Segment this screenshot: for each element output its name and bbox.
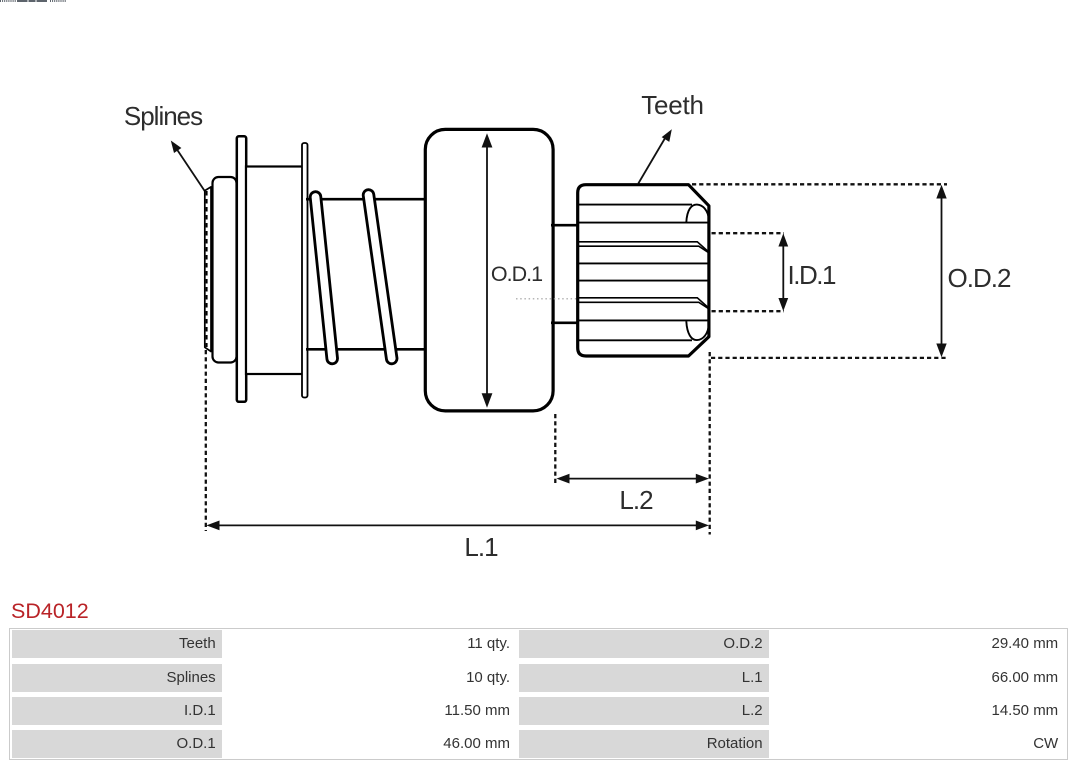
svg-text:Splines: Splines [124, 101, 203, 131]
svg-text:I.D.1: I.D.1 [788, 260, 836, 290]
svg-text:O.D.2: O.D.2 [948, 263, 1011, 293]
svg-text:Teeth: Teeth [641, 90, 704, 120]
svg-text:O.D.1: O.D.1 [491, 262, 542, 286]
svg-text:L.1: L.1 [464, 532, 498, 562]
svg-text:L.2: L.2 [619, 485, 653, 515]
